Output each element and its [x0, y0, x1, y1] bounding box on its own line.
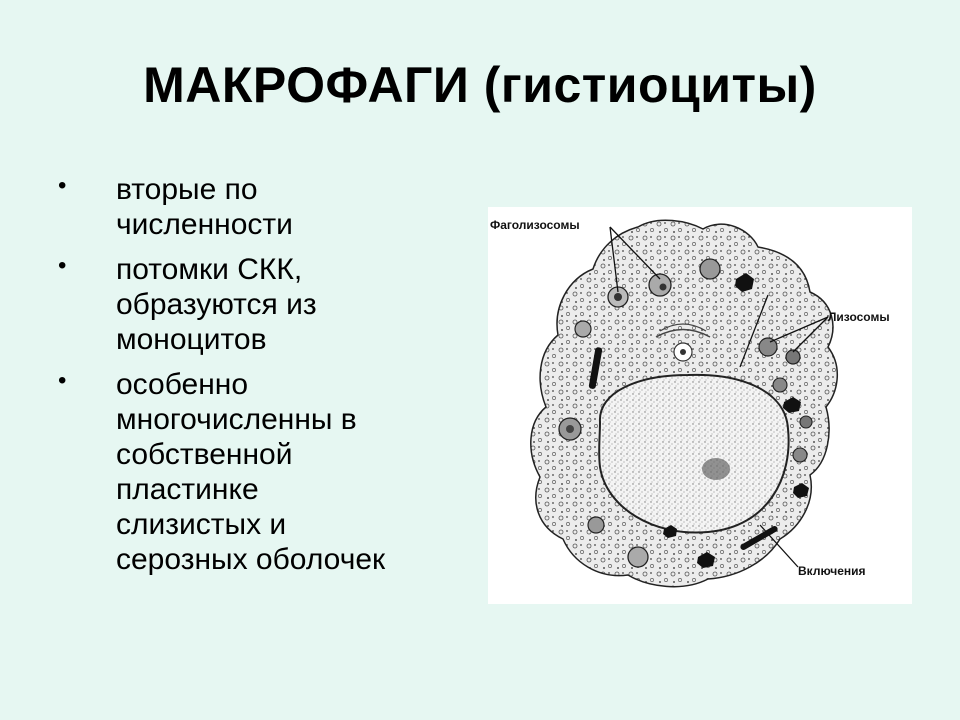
- inclusion: [793, 483, 809, 498]
- label-lysosomes: Лизосомы: [828, 310, 890, 324]
- lysosome: [772, 377, 788, 393]
- bullet-text: потомки СКК, образуются из моноцитов: [116, 253, 317, 356]
- inclusion: [740, 526, 778, 550]
- bullet-list: • вторые по численности • потомки СКК, о…: [58, 172, 458, 587]
- label-leader-lines: [609, 226, 829, 568]
- bullet-text: особенно многочисленны в собственной пла…: [116, 368, 386, 576]
- phagolysosome: [587, 516, 605, 534]
- phagolysosome: [627, 546, 649, 568]
- macrophage-drawing: Фаголизосомы Лизосомы Включения: [490, 218, 890, 588]
- inclusion: [783, 397, 801, 413]
- inclusion: [588, 347, 603, 389]
- bullet-text: вторые по численности: [116, 173, 293, 241]
- bullet-marker: •: [58, 172, 67, 199]
- label-inclusions: Включения: [798, 564, 866, 578]
- inclusion: [663, 525, 677, 538]
- bullet-marker: •: [58, 252, 67, 279]
- bullet-item: • потомки СКК, образуются из моноцитов: [58, 252, 458, 357]
- label-phagolysosomes: Фаголизосомы: [490, 218, 580, 232]
- macrophage-illustration: Фаголизосомы Лизосомы Включения: [488, 207, 912, 604]
- nucleolus: [702, 458, 730, 480]
- lysosome: [785, 349, 801, 365]
- phagolysosome: [574, 320, 592, 338]
- phagolysosome: [558, 417, 582, 441]
- bullet-item: • вторые по численности: [58, 172, 458, 242]
- inclusion: [735, 273, 754, 292]
- phagolysosome: [607, 286, 629, 308]
- phagolysosome: [699, 258, 721, 280]
- lysosome: [799, 415, 813, 429]
- bullet-marker: •: [58, 367, 67, 394]
- slide-title: МАКРОФАГИ (гистиоциты): [143, 57, 817, 113]
- inclusion: [697, 552, 715, 568]
- nucleus: [598, 373, 790, 534]
- bullet-item: • особенно многочисленны в собственной п…: [58, 367, 458, 577]
- lysosome: [792, 447, 808, 463]
- phagolysosome: [648, 273, 672, 297]
- lysosome: [758, 337, 778, 357]
